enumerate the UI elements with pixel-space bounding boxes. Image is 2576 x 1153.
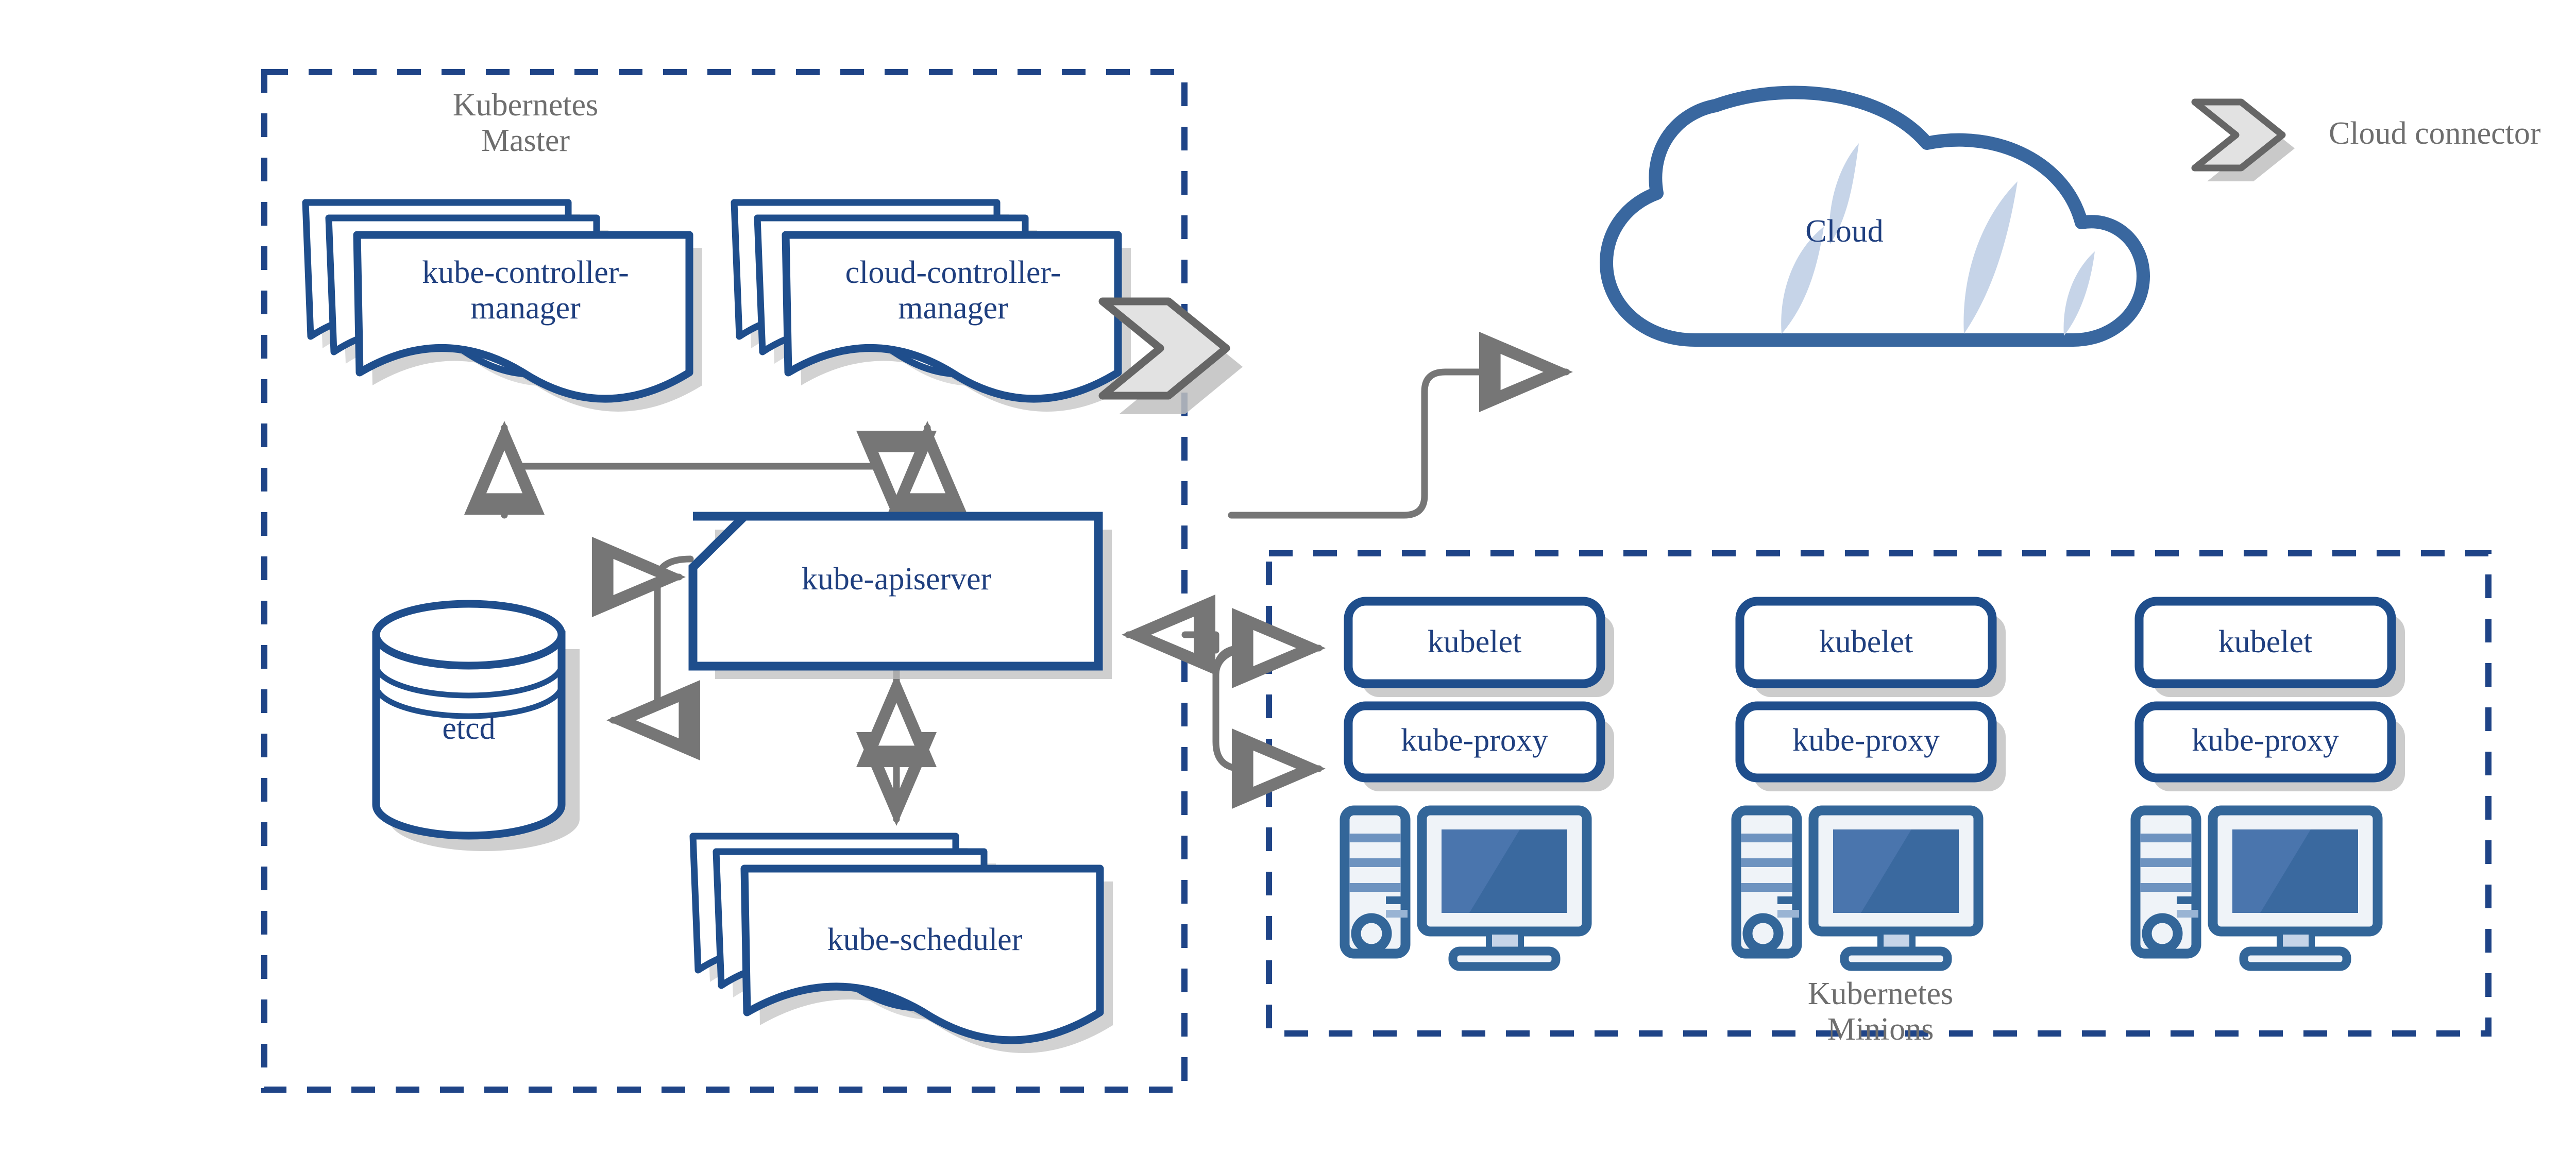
kubernetes-master-dashed-box xyxy=(261,69,1188,1093)
legend-chevron-icon xyxy=(2191,98,2295,181)
kube-controller-manager-shape[interactable] xyxy=(302,199,702,412)
kube-proxy-box-1[interactable] xyxy=(1344,701,1605,783)
legend-cloud-connector-label: Cloud connector xyxy=(2329,116,2541,151)
kubelet-label-3: kubelet xyxy=(2218,624,2313,659)
kubelet-box-2[interactable] xyxy=(1735,597,1997,688)
cloud-shape[interactable] xyxy=(1600,86,2150,347)
minion-node-3 xyxy=(2130,597,2405,971)
kube-apiserver-label: kube-apiserver xyxy=(801,562,992,597)
kubelet-box-3[interactable] xyxy=(2134,597,2396,688)
kube-proxy-box-2[interactable] xyxy=(1735,701,1997,783)
arrow-connector-to-cloud xyxy=(1228,332,1573,519)
computer-node-icon-3[interactable] xyxy=(2130,805,2383,971)
kube-scheduler-label: kube-scheduler xyxy=(827,922,1023,957)
kubernetes-master-label: Kubernetes Master xyxy=(452,88,599,159)
kube-proxy-box-3[interactable] xyxy=(2134,701,2396,783)
cloud-controller-manager-label: cloud-controller- manager xyxy=(845,255,1061,326)
cloud-controller-manager-shape[interactable] xyxy=(731,199,1131,412)
etcd-shape[interactable] xyxy=(372,600,580,851)
kube-proxy-label-3: kube-proxy xyxy=(2192,723,2339,758)
arrow-apiserver-to-etcd xyxy=(606,555,700,760)
cloud-accent-crescents xyxy=(1781,143,2095,336)
arrow-node-return-leg xyxy=(1181,631,1219,654)
kube-proxy-label-2: kube-proxy xyxy=(1792,723,1940,758)
arrow-apiserver-to-kubelet xyxy=(1212,608,1326,688)
kube-scheduler-shape[interactable] xyxy=(689,833,1113,1053)
minion-node-2 xyxy=(1731,597,2006,971)
kube-apiserver-shape[interactable] xyxy=(688,512,1112,679)
kubernetes-minions-label: Kubernetes Minions xyxy=(1807,976,1954,1047)
kubelet-label-1: kubelet xyxy=(1427,624,1522,659)
cloud-connector-chevron-icon[interactable] xyxy=(1098,297,1243,414)
kubelet-box-1[interactable] xyxy=(1344,597,1605,688)
arrow-bus-horizontal xyxy=(501,463,931,519)
kubelet-label-2: kubelet xyxy=(1819,624,1913,659)
kube-controller-manager-label: kube-controller- manager xyxy=(422,255,629,326)
minion-node-1 xyxy=(1340,597,1614,971)
computer-node-icon-1[interactable] xyxy=(1340,805,1592,971)
cloud-label: Cloud xyxy=(1805,214,1884,249)
connector-arrows xyxy=(464,332,1573,826)
computer-node-icon-2[interactable] xyxy=(1731,805,1984,971)
kube-proxy-label-1: kube-proxy xyxy=(1401,723,1548,758)
etcd-label: etcd xyxy=(442,711,496,746)
